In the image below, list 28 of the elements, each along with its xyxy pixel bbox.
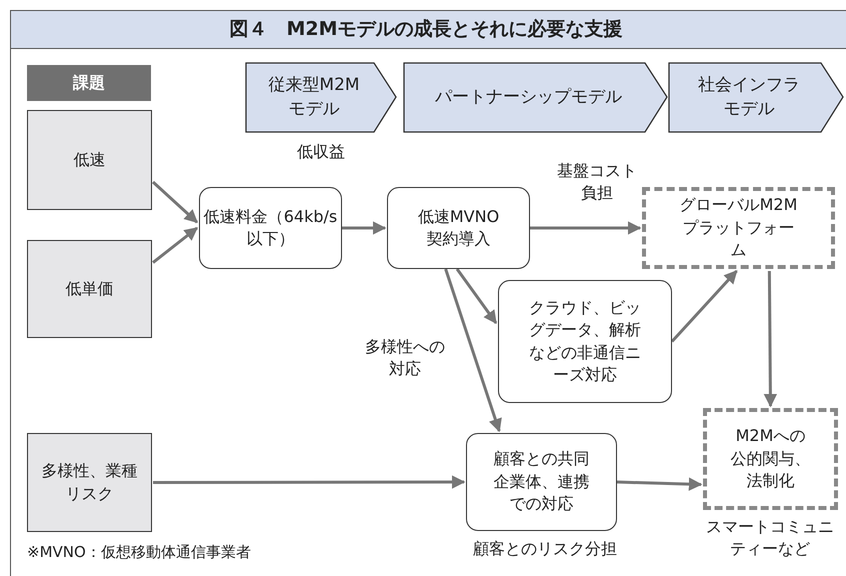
arrow [153, 475, 466, 489]
arrow [616, 477, 702, 491]
dashed-box: グローバルM2Mプラットフォーム [642, 187, 835, 269]
title-bar: 図４ M2Mモデルの成長とそれに必要な支援 [10, 10, 846, 49]
caption-text: スマートコミュニティーなど [705, 516, 835, 560]
arrow [456, 268, 498, 324]
header-label: 課題 [27, 65, 151, 101]
process-box: 低速MVNO契約導入 [387, 187, 530, 269]
process-box: 顧客との共同企業体、連携での対応 [466, 433, 617, 531]
arrow [530, 221, 642, 235]
chevron-banner: 社会インフラモデル [668, 62, 844, 133]
footnote: ※MVNO：仮想移動体通信事業者 [27, 543, 251, 562]
process-box: 低速料金（64kb/s以下） [199, 187, 342, 269]
process-box: クラウド、ビッグデータ、解析などの非通信ニーズ対応 [498, 280, 672, 403]
issue-box: 低単価 [27, 240, 152, 338]
chevron-banner: パートナーシップモデル [403, 62, 668, 133]
arrow [764, 270, 778, 408]
issue-box: 低速 [27, 110, 152, 210]
issue-box: 多様性、業種リスク [27, 433, 152, 532]
arrow [152, 180, 198, 224]
chevron-banner: 従来型M2Mモデル [245, 62, 397, 133]
arrow [152, 226, 198, 264]
arrow [670, 270, 738, 343]
arrow [342, 221, 386, 235]
arrow [444, 268, 502, 432]
caption-text: 低収益 [296, 140, 346, 163]
dashed-box: M2Mへの公的関与、法制化 [703, 408, 838, 510]
caption-text: 顧客とのリスク分担 [472, 538, 618, 560]
